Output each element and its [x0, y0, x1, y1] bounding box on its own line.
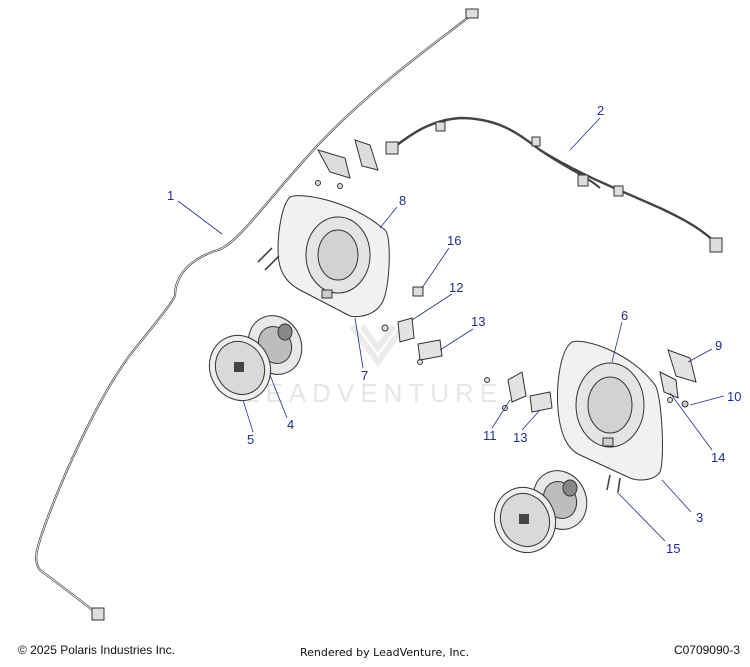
part-16-connector [412, 286, 424, 297]
callout-14: 14 [711, 450, 725, 465]
diagram-code: C0709090-3 [673, 643, 740, 657]
rendered-by-text: Rendered by LeadVenture, Inc. [300, 646, 470, 659]
watermark-text: LEADVENTURE [245, 378, 503, 408]
callout-8: 8 [399, 193, 406, 208]
part-6-right-speaker-pod [557, 340, 663, 481]
copyright-text: © 2025 Polaris Industries Inc. [18, 643, 175, 657]
callout-11: 11 [483, 428, 497, 443]
leader-lines [177, 117, 725, 542]
callout-4: 4 [287, 417, 294, 432]
callout-15: 15 [666, 541, 680, 556]
part-long-screws [257, 247, 621, 493]
callout-16: 16 [447, 233, 461, 248]
callout-1: 1 [167, 188, 174, 203]
part-1-harness-cable [35, 8, 479, 621]
callout-2: 2 [597, 103, 604, 118]
part-13-bracket-left [417, 339, 443, 361]
callout-13-right: 13 [513, 430, 527, 445]
part-5-left-speaker-grille [208, 335, 272, 401]
callout-9: 9 [715, 338, 722, 353]
callout-10: 10 [727, 389, 741, 404]
callout-6: 6 [621, 308, 628, 323]
callout-7: 7 [361, 368, 368, 383]
part-13-bracket-right [529, 391, 553, 413]
callout-5: 5 [247, 432, 254, 447]
callout-labels: 1 2 3 4 5 6 7 8 9 10 11 12 13 13 14 15 1… [167, 103, 741, 556]
part-14-bracket [659, 371, 679, 403]
part-2-speaker-harness [385, 116, 723, 253]
part-8-left-speaker-pod [277, 195, 390, 318]
part-10-screw [681, 400, 689, 408]
part-12-bracket [381, 317, 423, 365]
callout-3: 3 [696, 510, 703, 525]
callout-13-left: 13 [471, 314, 485, 329]
callout-12: 12 [449, 280, 463, 295]
part-9-bracket [667, 349, 697, 383]
part-right-speaker-grille [493, 487, 557, 553]
part-top-brackets [315, 139, 379, 189]
watermark-logo [349, 324, 407, 368]
